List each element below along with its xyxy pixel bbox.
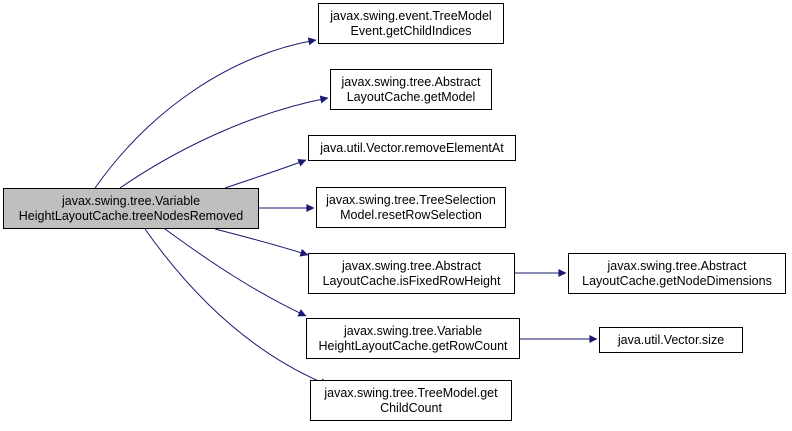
node-remove-element-at[interactable]: java.util.Vector.removeElementAt — [308, 135, 516, 161]
node-label-line2: ChildCount — [380, 400, 442, 415]
edge-root-to-isFixed — [214, 228, 309, 257]
node-label-line1: java.util.Vector.size — [617, 332, 725, 347]
node-tree-nodes-removed[interactable]: javax.swing.tree.Variable HeightLayoutCa… — [3, 188, 259, 229]
node-get-node-dimensions[interactable]: javax.swing.tree.Abstract LayoutCache.ge… — [568, 253, 786, 294]
node-label-line1: javax.swing.tree.Variable — [61, 193, 201, 208]
node-label-line2: LayoutCache.getModel — [346, 89, 476, 104]
node-label-line1: javax.swing.tree.TreeModel.get — [324, 385, 498, 400]
node-vector-size[interactable]: java.util.Vector.size — [599, 327, 743, 353]
node-get-child-indices[interactable]: javax.swing.event.TreeModel Event.getChi… — [318, 3, 504, 44]
node-label-line2: HeightLayoutCache.treeNodesRemoved — [18, 208, 244, 223]
node-label-line2: Event.getChildIndices — [350, 23, 472, 38]
node-label-line1: javax.swing.tree.Abstract — [342, 258, 481, 273]
node-label-line1: javax.swing.tree.Abstract — [341, 74, 481, 89]
node-label-line2: HeightLayoutCache.getRowCount — [318, 338, 508, 353]
node-reset-row-selection[interactable]: javax.swing.tree.TreeSelection Model.res… — [316, 187, 506, 228]
node-get-child-count[interactable]: javax.swing.tree.TreeModel.get ChildCoun… — [310, 380, 512, 421]
node-label-line1: javax.swing.tree.Abstract — [607, 258, 747, 273]
node-get-model[interactable]: javax.swing.tree.Abstract LayoutCache.ge… — [330, 69, 492, 110]
edge-root-to-rowCount — [164, 228, 307, 317]
edge-root-to-childCount — [144, 228, 329, 386]
node-label-line2: LayoutCache.getNodeDimensions — [582, 273, 772, 288]
node-get-row-count[interactable]: javax.swing.tree.Variable HeightLayoutCa… — [306, 318, 520, 359]
node-is-fixed-row-height[interactable]: javax.swing.tree.Abstract LayoutCache.is… — [308, 253, 515, 294]
node-label-line1: javax.swing.tree.Variable — [343, 323, 483, 338]
node-label-line1: java.util.Vector.removeElementAt — [320, 140, 504, 155]
edge-root-to-removeElem — [224, 158, 307, 189]
node-label-line2: LayoutCache.isFixedRowHeight — [322, 273, 501, 288]
node-label-line1: javax.swing.tree.TreeSelection — [326, 192, 496, 207]
node-label-line2: Model.resetRowSelection — [340, 207, 482, 222]
node-label-line1: javax.swing.event.TreeModel — [330, 8, 492, 23]
edge-root-to-childIdx — [94, 37, 317, 189]
edge-root-to-getModel — [119, 95, 329, 189]
